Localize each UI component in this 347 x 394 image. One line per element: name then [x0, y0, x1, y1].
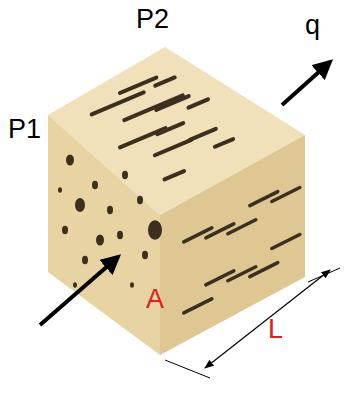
flow-arrow-in — [40, 257, 118, 325]
length-dimension-label: L — [268, 316, 283, 343]
cube-right-face — [160, 135, 305, 355]
pressure-label: P2 — [136, 6, 169, 33]
flow-arrow-out — [282, 62, 330, 105]
dimension-line — [205, 270, 330, 368]
pressure-label: P1 — [8, 116, 41, 143]
dimension-extension — [165, 360, 210, 378]
area-label: A — [146, 286, 164, 313]
flow-rate-label: q — [305, 12, 320, 39]
cube-left-face — [48, 115, 160, 355]
